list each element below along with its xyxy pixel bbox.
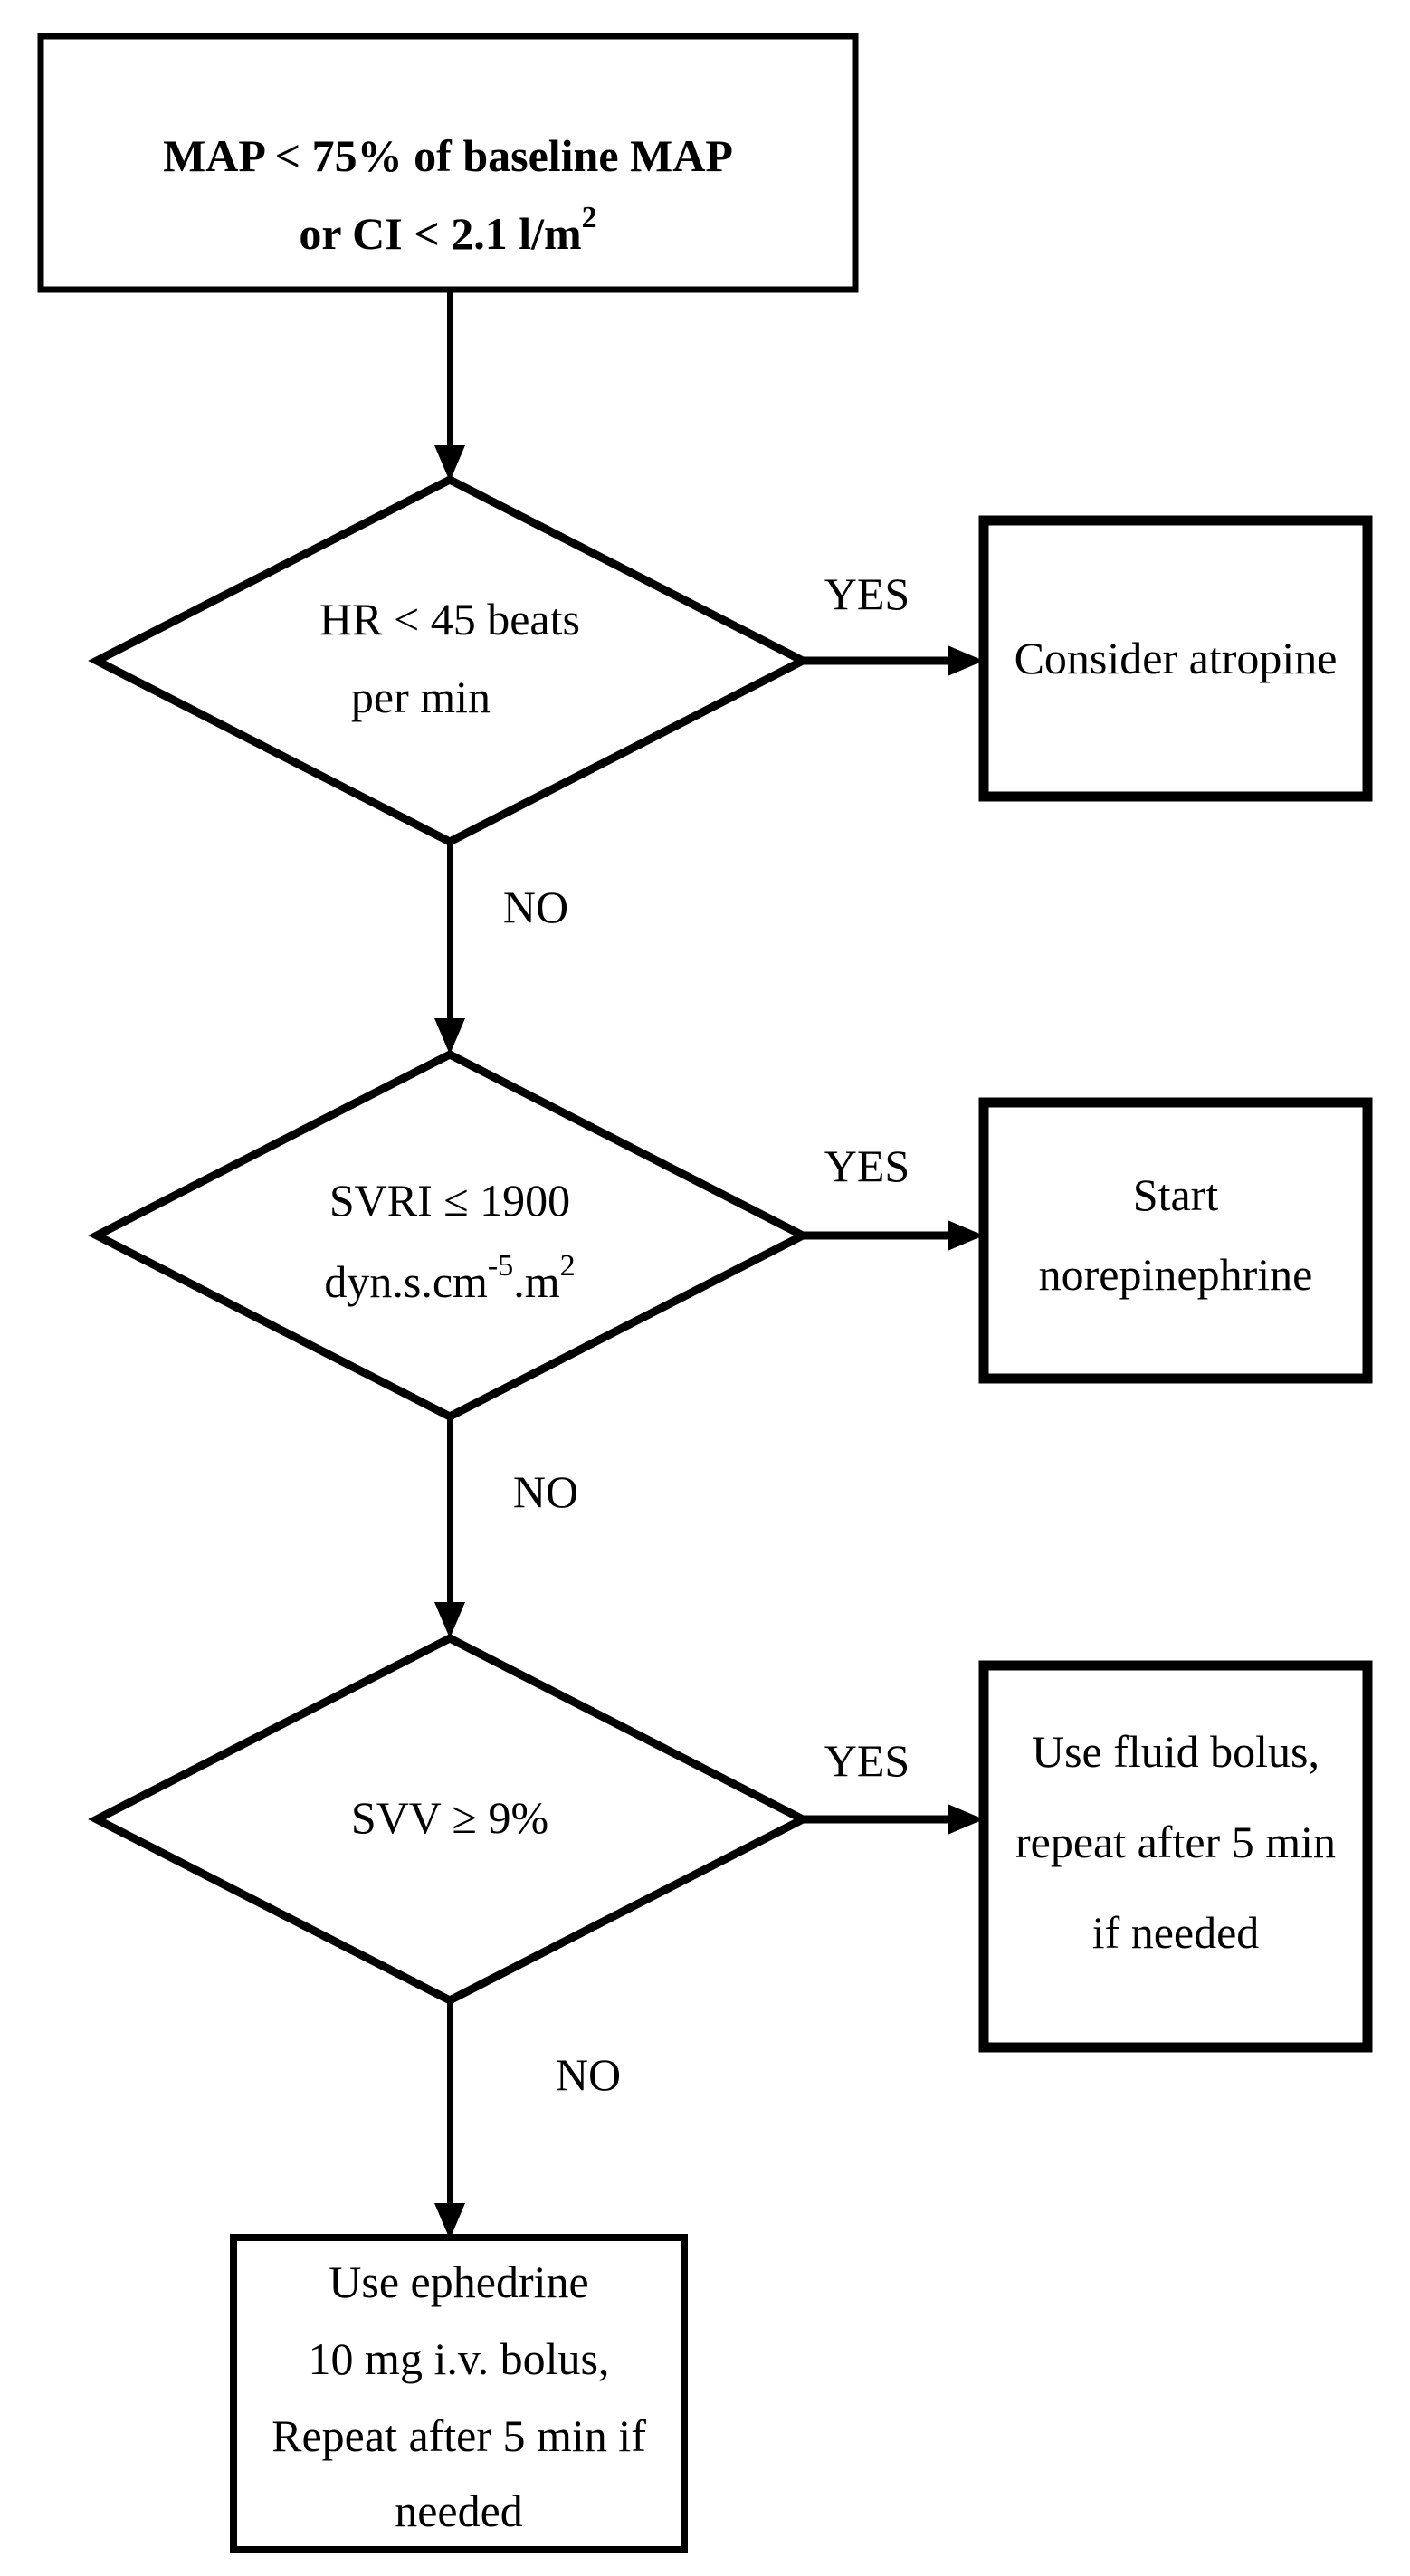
arrowhead-right-icon [948,645,984,676]
decision-svri-line2-superscript2: 2 [560,1249,576,1283]
arrow-start-to-hr-decision [434,290,465,482]
action-ephedrine-line4: needed [395,2485,523,2536]
action-atropine-box [978,515,1373,802]
label-svri-no: NO [513,1466,578,1517]
label-svv-yes: YES [824,1735,910,1786]
action-norepinephrine-line1: Start [1133,1169,1219,1220]
arrowhead-right-icon [948,1220,984,1251]
arrow-svri-no-to-svv-decision [434,1417,465,1638]
arrowhead-down-icon [434,1602,465,1638]
decision-svri-diamond [88,1049,812,1422]
arrow-svv-no-to-ephedrine [434,2000,465,2239]
arrow-hr-yes-to-atropine [803,645,984,676]
decision-hr-line1: HR < 45 beats [319,594,580,644]
action-fluid-bolus-line3: if needed [1092,1907,1260,1958]
decision-hr-line2: per min [351,672,491,722]
decision-svri-line2: dyn.s.cm-5.m2 [324,1249,575,1308]
action-fluid-bolus-line2: repeat after 5 min [1015,1817,1336,1867]
action-ephedrine-box [230,2234,688,2553]
action-ephedrine-line1: Use ephedrine [329,2256,588,2307]
action-ephedrine-line3: Repeat after 5 min if [272,2410,646,2461]
start-node-box [37,33,859,293]
arrow-hr-no-to-svri-decision [434,842,465,1054]
start-node-line2: or CI < 2.1 l/m2 [299,201,596,260]
action-norepinephrine-line2: norepinephrine [1039,1249,1313,1300]
decision-svri-line1: SVRI ≤ 1900 [329,1175,570,1226]
decision-svri-line2-part1: dyn.s.cm [324,1256,488,1307]
decision-hr-diamond [88,474,812,847]
arrowhead-right-icon [948,1804,984,1835]
decision-svri-line2-superscript1: -5 [488,1249,513,1283]
arrowhead-down-icon [434,445,465,482]
action-ephedrine-line2: 10 mg i.v. bolus, [309,2333,610,2384]
decision-svv-line1: SVV ≥ 9% [351,1792,548,1843]
arrowhead-down-icon [434,1018,465,1054]
label-hr-no: NO [503,882,568,932]
arrow-svv-yes-to-fluid-bolus [803,1804,984,1835]
action-fluid-bolus-line1: Use fluid bolus, [1032,1726,1319,1777]
arrowhead-down-icon [434,2203,465,2239]
action-fluid-bolus-box [978,1660,1373,2053]
decision-svri-line2-part2: .m [513,1256,560,1307]
action-atropine-line1: Consider atropine [1015,633,1338,683]
action-norepinephrine-box [978,1097,1373,1384]
start-node-line1: MAP < 75% of baseline MAP [163,130,733,181]
start-node-line2-main: or CI < 2.1 l/m [299,208,581,259]
decision-svv-diamond [88,1633,812,2006]
arrow-svri-yes-to-norepinephrine [803,1220,984,1251]
label-svv-no: NO [556,2049,621,2100]
label-hr-yes: YES [824,568,910,619]
label-svri-yes: YES [824,1140,910,1191]
start-node-line2-superscript: 2 [582,201,597,234]
